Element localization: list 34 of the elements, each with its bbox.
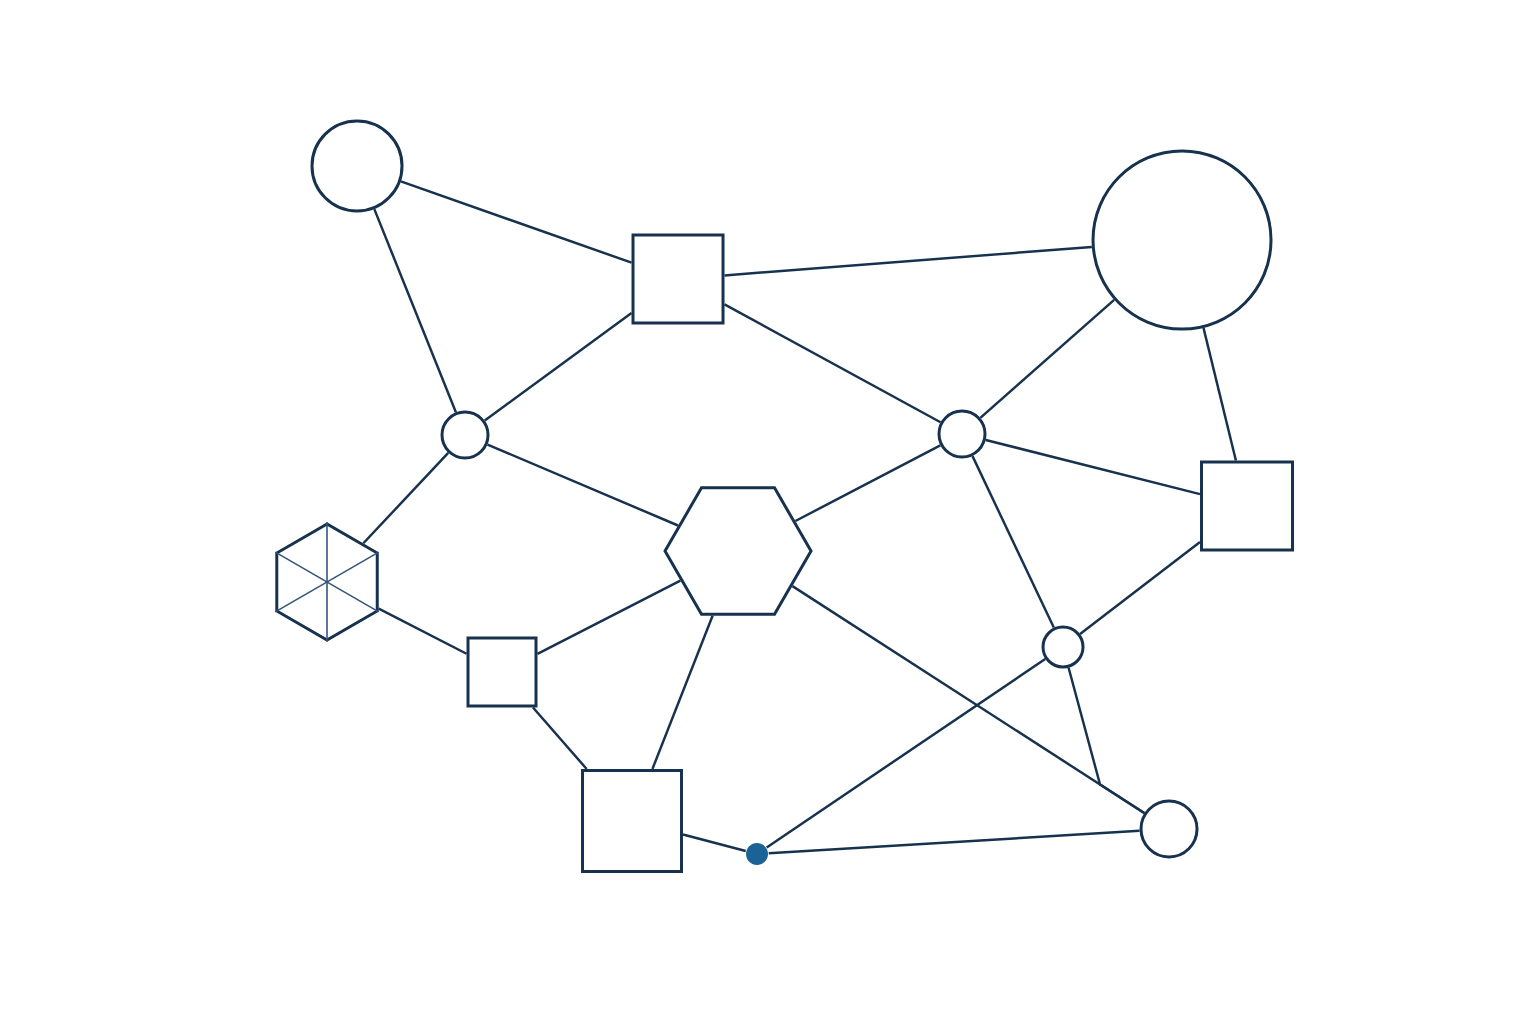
connector-line <box>979 298 1115 419</box>
connector-line <box>532 706 588 770</box>
connector-line <box>682 833 746 853</box>
connector-line <box>651 615 714 770</box>
connector-line <box>373 208 458 413</box>
connector-line <box>723 303 942 424</box>
square-node <box>631 233 725 325</box>
connector-line <box>487 443 679 527</box>
dot-node <box>746 843 768 865</box>
hexagon-node <box>274 521 380 643</box>
circle-node <box>440 410 490 460</box>
connector-line <box>971 455 1055 629</box>
connector-line <box>484 312 633 422</box>
connector-line <box>794 444 941 523</box>
circle-node <box>1091 149 1273 331</box>
connector-line <box>362 452 450 545</box>
circle-node <box>310 119 404 213</box>
square-node <box>1200 460 1294 552</box>
hexagon-node <box>663 486 813 616</box>
connector-line <box>378 607 468 655</box>
connector-line <box>1202 327 1238 461</box>
circle-node <box>1041 625 1085 669</box>
connector-line <box>536 579 681 655</box>
circle-node <box>937 409 987 459</box>
connector-line <box>766 658 1046 849</box>
square-node <box>581 769 683 873</box>
square-node <box>466 636 538 708</box>
connector-line <box>724 245 1092 277</box>
connector-line <box>1067 667 1145 815</box>
connector-line <box>768 829 1140 855</box>
circle-node <box>1139 799 1199 859</box>
connector-line <box>1079 541 1201 635</box>
connector-line <box>985 438 1201 496</box>
connector-line <box>400 180 632 264</box>
